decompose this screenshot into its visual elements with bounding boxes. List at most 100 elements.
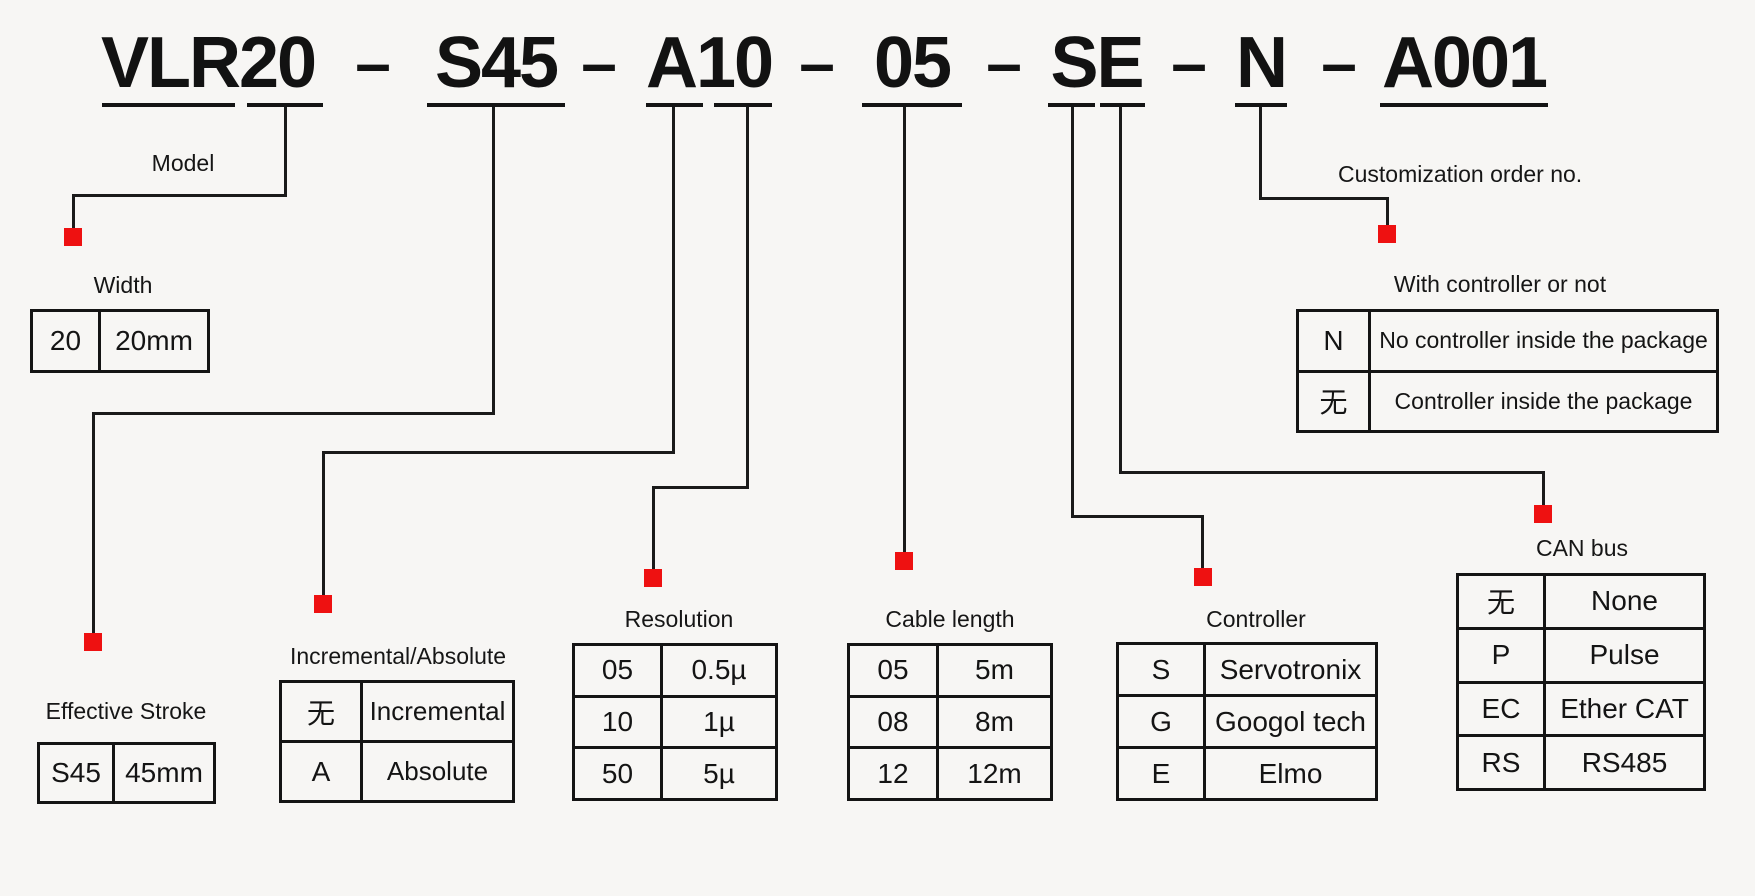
code-cell: P — [1459, 629, 1546, 681]
value-cell: Googol tech — [1215, 705, 1366, 737]
code-cell: EC — [1459, 683, 1546, 735]
connector-line — [72, 194, 286, 197]
table-row: 05 0.5µ — [575, 646, 775, 695]
connector-line — [1201, 515, 1204, 569]
underline-05 — [862, 103, 962, 107]
value-cell: 8m — [975, 706, 1014, 737]
connector-line — [1542, 471, 1545, 506]
title-segment-s45: S45 — [434, 23, 559, 103]
table-row: S Servotronix — [1119, 645, 1375, 694]
red-marker — [314, 595, 332, 613]
label-effective-stroke: Effective Stroke — [45, 698, 207, 724]
table-row: 08 8m — [850, 694, 1050, 747]
incremental-absolute-table: 无 Incremental A Absolute — [279, 680, 515, 803]
table-row: G Googol tech — [1119, 694, 1375, 746]
table-row: 05 5m — [850, 646, 1050, 695]
value-cell: Incremental — [369, 696, 506, 726]
label-can-bus: CAN bus — [1535, 535, 1629, 561]
value-cell: 1µ — [703, 706, 735, 737]
resolution-table: 05 0.5µ 10 1µ 50 5µ — [572, 643, 778, 801]
table-row: 10 1µ — [575, 694, 775, 747]
underline-s — [1048, 103, 1095, 107]
table-row: 无 None — [1459, 576, 1703, 627]
code-cell: 无 — [1459, 576, 1546, 627]
table-row: 50 5µ — [575, 746, 775, 799]
table-row: EC Ether CAT — [1459, 680, 1703, 735]
width-table: 20 20mm — [30, 309, 210, 373]
underline-a — [646, 103, 703, 107]
connector-line — [672, 107, 675, 454]
code-cell: 10 — [575, 697, 663, 747]
value-cell: Pulse — [1589, 639, 1660, 671]
title-segment-vlr20: VLR20 — [100, 23, 317, 103]
underline-a001 — [1380, 103, 1548, 107]
code-cell: A — [282, 743, 363, 800]
value-cell: 20mm — [115, 325, 193, 356]
code-cell: 05 — [575, 646, 663, 695]
red-marker — [1534, 505, 1552, 523]
table-row: 无 Controller inside the package — [1299, 369, 1716, 430]
label-with-controller: With controller or not — [1393, 271, 1607, 297]
value-cell: 12m — [967, 757, 1022, 789]
table-row: N No controller inside the package — [1299, 312, 1716, 370]
title-dash: – — [355, 27, 391, 99]
label-incremental-absolute: Incremental/Absolute — [290, 643, 507, 669]
label-cable-length: Cable length — [885, 606, 1015, 632]
title-dash: – — [986, 27, 1022, 99]
title-segment-a10: A10 — [645, 23, 774, 103]
title-dash: – — [1171, 27, 1207, 99]
connector-line — [652, 486, 748, 489]
value-cell: 45mm — [125, 757, 203, 788]
label-resolution: Resolution — [624, 606, 734, 632]
connector-line — [92, 412, 494, 415]
value-cell: 0.5µ — [691, 654, 747, 686]
red-marker — [644, 569, 662, 587]
code-cell: 12 — [850, 749, 939, 799]
red-marker — [64, 228, 82, 246]
connector-line — [1071, 107, 1074, 518]
connector-line — [1119, 471, 1545, 474]
value-cell: Controller inside the package — [1394, 387, 1693, 414]
table-row: P Pulse — [1459, 626, 1703, 681]
underline-s45 — [427, 103, 565, 107]
code-cell: 50 — [575, 749, 663, 799]
title-dash: – — [799, 27, 835, 99]
value-cell: 5µ — [703, 757, 735, 789]
title-segment-n: N — [1236, 23, 1288, 103]
value-cell: None — [1591, 585, 1658, 617]
connector-line — [1119, 107, 1122, 474]
title-segment-se: SE — [1050, 23, 1144, 103]
connector-line — [284, 107, 287, 197]
table-row: 12 12m — [850, 746, 1050, 799]
code-cell: S45 — [40, 745, 115, 801]
code-cell: G — [1119, 697, 1206, 746]
code-cell: 05 — [850, 646, 939, 695]
code-cell: 无 — [282, 683, 363, 740]
code-cell: 08 — [850, 697, 939, 747]
underline-20 — [247, 103, 323, 107]
connector-line — [652, 486, 655, 570]
value-cell: No controller inside the package — [1379, 327, 1708, 354]
code-cell: E — [1119, 749, 1206, 798]
title-dash: – — [581, 27, 617, 99]
connector-line — [903, 107, 906, 553]
table-row: S45 45mm — [40, 745, 213, 801]
with-controller-table: N No controller inside the package 无 Con… — [1296, 309, 1719, 433]
connector-line — [1259, 107, 1262, 200]
red-marker — [895, 552, 913, 570]
can-bus-table: 无 None P Pulse EC Ether CAT RS RS485 — [1456, 573, 1706, 791]
connector-line — [1259, 197, 1389, 200]
connector-line — [72, 194, 75, 229]
table-row: 无 Incremental — [282, 683, 512, 740]
table-row: A Absolute — [282, 740, 512, 800]
underline-vlr — [102, 103, 235, 107]
cable-length-table: 05 5m 08 8m 12 12m — [847, 643, 1053, 801]
label-model: Model — [151, 150, 215, 176]
connector-line — [1071, 515, 1204, 518]
title-segment-05: 05 — [873, 23, 952, 103]
label-customization: Customization order no. — [1338, 161, 1583, 187]
connector-line — [92, 412, 95, 634]
connector-line — [322, 451, 674, 454]
effective-stroke-table: S45 45mm — [37, 742, 216, 804]
